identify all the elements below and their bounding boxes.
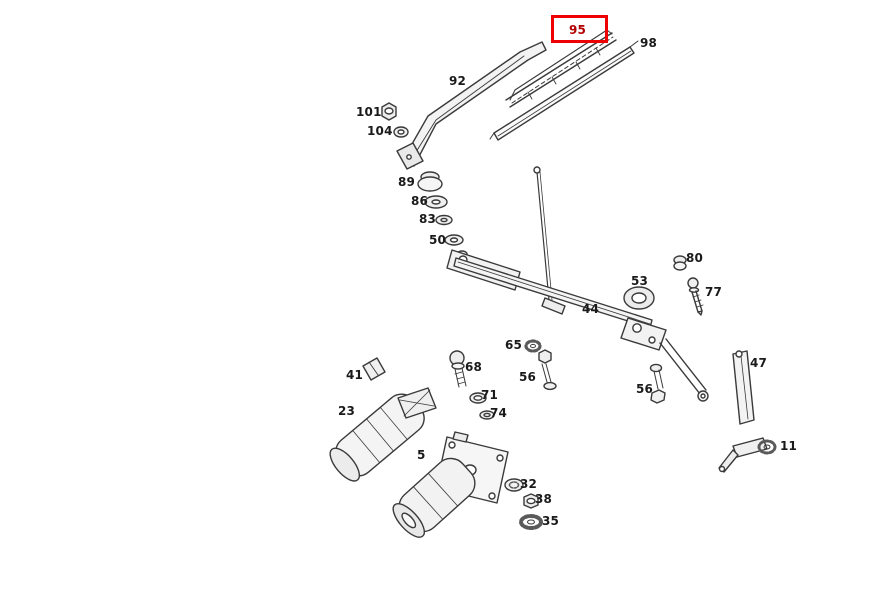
- wiper-blade-98: [489, 40, 639, 141]
- part-label-53: 53: [631, 274, 649, 288]
- wiper-blade-95: [505, 29, 617, 108]
- part-label-89: 89: [398, 175, 416, 189]
- part-label-98: 98: [640, 36, 658, 50]
- part-label-68: 68: [465, 360, 483, 374]
- part-label-35: 35: [542, 514, 560, 528]
- lever-47: [732, 350, 755, 425]
- part-label-41: 41: [346, 368, 364, 382]
- linkage-frame-44: [446, 166, 709, 402]
- part-label-23: 23: [338, 404, 356, 418]
- pivot-cap-89: [417, 171, 443, 192]
- grommet-53: [623, 286, 655, 310]
- gear-washer-35: [519, 514, 543, 530]
- part-label-83: 83: [419, 212, 437, 226]
- part-label-56: 56: [636, 382, 654, 396]
- washer-104: [393, 126, 409, 138]
- screw-77: [687, 277, 704, 316]
- spacer-65: [524, 339, 542, 353]
- part-label-80: 80: [686, 251, 704, 265]
- part-label-95: 95: [569, 23, 587, 37]
- wiper-motor-5: [392, 431, 509, 538]
- washer-86: [424, 195, 448, 209]
- part-label-50: 50: [429, 233, 447, 247]
- part-label-56: 56: [519, 370, 537, 384]
- crank-11: [718, 437, 777, 473]
- part-label-86: 86: [411, 194, 429, 208]
- part-label-11: 11: [780, 439, 798, 453]
- bolt-80: [673, 255, 687, 271]
- lock-washer-32: [504, 478, 524, 492]
- part-label-92: 92: [449, 74, 467, 88]
- wiper-arm-92: [396, 41, 547, 170]
- wiper-motor-23: [329, 387, 437, 482]
- part-label-44: 44: [582, 302, 600, 316]
- washer-74: [479, 410, 495, 420]
- washer-83: [435, 214, 453, 226]
- part-label-71: 71: [481, 388, 499, 402]
- part-label-104: 104: [367, 124, 393, 138]
- part-label-47: 47: [750, 356, 768, 370]
- part-label-65: 65: [505, 338, 523, 352]
- bolt-68: [449, 350, 467, 388]
- part-label-5: 5: [417, 448, 426, 462]
- part-label-77: 77: [705, 285, 723, 299]
- nut-101: [381, 102, 397, 121]
- connector-41: [362, 357, 386, 381]
- part-label-74: 74: [490, 406, 508, 420]
- part-label-32: 32: [520, 477, 538, 491]
- highlight-box-part-95: [551, 15, 608, 43]
- part-label-38: 38: [535, 492, 553, 506]
- bolt-56-left: [538, 349, 557, 391]
- washer-71: [469, 392, 487, 404]
- part-label-101: 101: [356, 105, 382, 119]
- nut-38: [523, 493, 539, 509]
- bolt-56-right: [649, 363, 666, 404]
